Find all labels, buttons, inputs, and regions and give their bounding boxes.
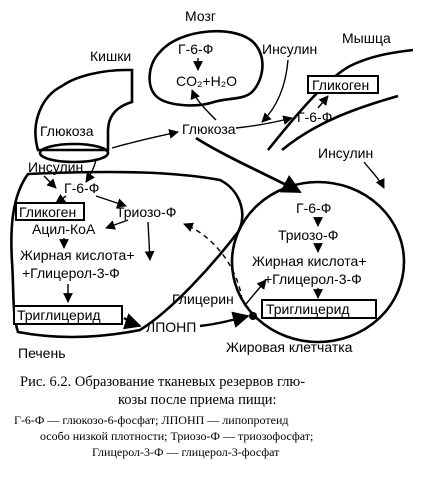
vldl-label: ЛПОНП xyxy=(146,319,196,335)
liver-g6p-to-glycogen-arrow xyxy=(55,193,67,204)
adipose-tg-box xyxy=(261,299,377,319)
insulin-liver-arrow xyxy=(43,175,57,189)
adipose-fatty-acid: Жирная кислота+ xyxy=(252,253,367,269)
liver-label: Печень xyxy=(18,345,66,361)
muscle-label: Мышца xyxy=(342,30,391,46)
muscle-glycogen: Гликоген xyxy=(312,77,369,93)
glycerol-to-adipose-arrow xyxy=(245,279,267,305)
liver-triose: Триозо-Ф xyxy=(116,204,176,220)
muscle-g6p: Г-6-Ф xyxy=(297,109,332,125)
glucose-to-brain-arrow xyxy=(190,89,217,121)
liver-outline xyxy=(10,170,244,339)
glucose-to-muscle-arrow xyxy=(235,115,293,129)
adipose-glycerol3p: +Глицерол-3-Ф xyxy=(264,271,362,287)
liver-g6p: Г-6-Ф xyxy=(64,180,99,196)
adipose-label: Жировая клетчатка xyxy=(226,339,353,355)
intestine-label: Кишки xyxy=(90,48,131,64)
liver-tg-to-vldl-arrow xyxy=(122,313,142,330)
glucose-gut-label: Глюкоза xyxy=(40,123,94,139)
brain-outline xyxy=(148,29,264,107)
liver-acyl-coa: Ацил-КоА xyxy=(32,221,96,237)
liver-triose-to-glycerol3p-arrow xyxy=(144,221,155,261)
blood-glucose-to-adipose-arrow xyxy=(195,136,302,194)
liver-triose-to-acyl-coa-arrow xyxy=(105,219,129,230)
caption-note-2: особо низкой плотности; Триозо-Ф — триоз… xyxy=(40,429,313,443)
brain-label: Мозг xyxy=(185,8,216,24)
caption-note-1: Г-6-Ф — глюкозо-6-фосфат; ЛПОНП — липопр… xyxy=(14,413,288,427)
liver-glycogen: Гликоген xyxy=(19,204,76,220)
glycerol-label: Глицерин xyxy=(172,291,234,307)
liver-g6p-to-triose-arrow xyxy=(95,195,127,208)
adipose-tg: Триглицерид xyxy=(266,301,350,317)
insulin-label-liver: Инсулин xyxy=(28,159,83,175)
adipose-g6p: Г-6-Ф xyxy=(296,200,331,216)
brain-g6p: Г-6-Ф xyxy=(178,41,213,57)
insulin-label-adipose: Инсулин xyxy=(318,145,373,161)
brain-co2-h2o: CO₂+H₂O xyxy=(176,73,237,89)
liver-glycerol3p: +Глицерол-3-Ф xyxy=(22,265,120,281)
insulin-adipose-arrow xyxy=(363,161,385,189)
gut-to-blood-glucose-arrow xyxy=(111,129,179,149)
intestine-lumen xyxy=(38,142,110,164)
liver-tg: Триглицерид xyxy=(17,307,101,323)
liver-fatty-acid: Жирная кислота+ xyxy=(20,247,135,263)
caption-line-2: козы после приема пищи: xyxy=(118,392,277,408)
vldl-to-adipose-arrow xyxy=(199,311,250,328)
caption-note-3: Глицерол-3-Ф — глицерол-3-фосфат xyxy=(92,445,280,459)
adipose-outline xyxy=(230,180,406,344)
adipose-triose: Триозо-Ф xyxy=(278,227,338,243)
insulin-brain-muscle-arrow xyxy=(261,59,289,123)
liver-tg-box xyxy=(13,305,123,325)
glucose-blood-label: Глюкоза xyxy=(182,121,236,137)
insulin-label-brain: Инсулин xyxy=(262,41,317,57)
muscle-g6p-to-glycogen-arrow xyxy=(317,95,329,109)
muscle-glycogen-box xyxy=(307,75,379,94)
liver-glycogen-box xyxy=(15,202,85,221)
glycerol-dashed-arrow xyxy=(183,222,243,301)
intestine-outline xyxy=(34,68,134,152)
muscle-outline xyxy=(266,48,414,152)
caption-line-1: Рис. 6.2. Образование тканевых резервов … xyxy=(20,374,305,390)
